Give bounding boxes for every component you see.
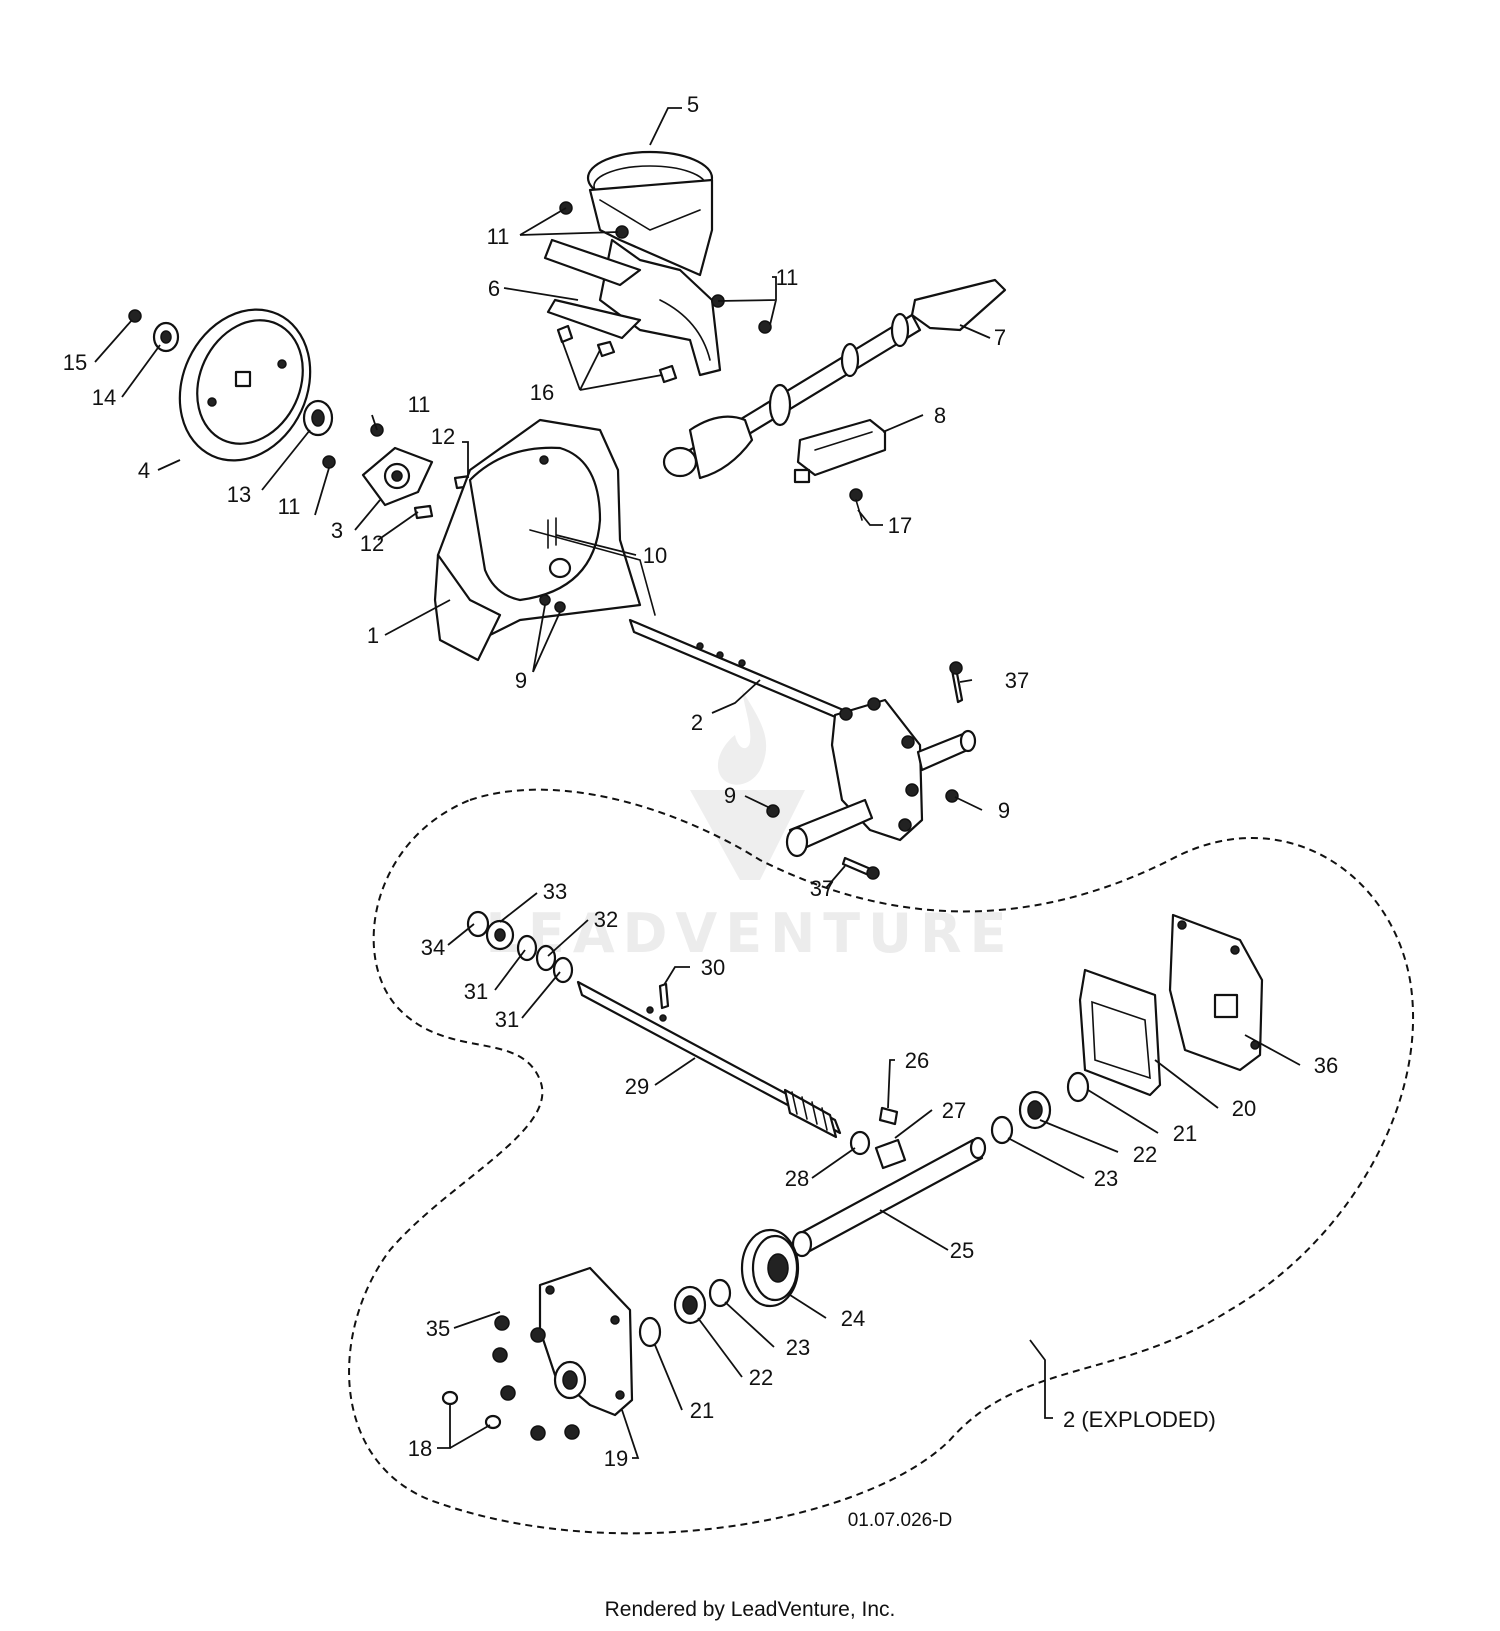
- part-10-bolts: [547, 517, 557, 549]
- callout-4: 4: [138, 458, 150, 483]
- part-20-gasket: [1078, 968, 1162, 1097]
- part-33-bushing: [485, 919, 515, 951]
- callout-9: 9: [998, 798, 1010, 823]
- part-19-housing-half: [538, 1266, 634, 1417]
- callout-21: 21: [690, 1398, 714, 1423]
- callout-32: 32: [594, 907, 618, 932]
- callout-29: 29: [625, 1074, 649, 1099]
- callout-27: 27: [942, 1098, 966, 1123]
- callout-13: 13: [227, 482, 251, 507]
- callout-20: 20: [1232, 1096, 1256, 1121]
- callout-8: 8: [934, 403, 946, 428]
- callout-33: 33: [543, 879, 567, 904]
- watermark: LEADVENTURE: [486, 690, 1015, 965]
- callouts: 5 11 11 6 7 16 15 14 4 13 11 11 12 3 1 2 …: [63, 92, 1338, 1471]
- watermark-flame-logo: [717, 690, 767, 785]
- callout-17: 17: [888, 513, 912, 538]
- callout-30: 30: [701, 955, 725, 980]
- part-29-worm-shaft: [576, 980, 842, 1139]
- callout-12: 12: [360, 531, 384, 556]
- part-23-washers: [708, 1115, 1014, 1308]
- callout-16: 16: [530, 380, 554, 405]
- callout-24: 24: [841, 1306, 865, 1331]
- callout-10: 10: [643, 543, 667, 568]
- callout-26: 26: [905, 1048, 929, 1073]
- part-7-chute-crank: [662, 278, 1007, 480]
- callout-22: 22: [1133, 1142, 1157, 1167]
- callout-23: 23: [786, 1335, 810, 1360]
- part-30-key: [658, 982, 670, 1010]
- part-4-pulley: [178, 308, 312, 462]
- part-15-nut: [128, 309, 142, 323]
- callout-31: 31: [464, 979, 488, 1004]
- callout-28: 28: [785, 1166, 809, 1191]
- callout-11: 11: [278, 494, 301, 519]
- leader-lines: [94, 107, 1301, 1459]
- exploded-view-label: 2 (EXPLODED): [1063, 1407, 1216, 1432]
- part-24-worm-gear: [740, 1228, 800, 1308]
- callout-35: 35: [426, 1316, 450, 1341]
- callout-19: 19: [604, 1446, 628, 1471]
- callout-18: 18: [408, 1436, 432, 1461]
- callout-7: 7: [994, 325, 1006, 350]
- render-credit: Rendered by LeadVenture, Inc.: [605, 1598, 896, 1621]
- callout-5: 5: [687, 92, 699, 117]
- callout-1: 1: [367, 623, 379, 648]
- callout-11: 11: [487, 224, 510, 249]
- callout-11: 11: [776, 265, 799, 290]
- part-1-auger-housing: [433, 418, 656, 662]
- callout-11: 11: [408, 392, 431, 417]
- callout-12: 12: [431, 424, 455, 449]
- part-25-axle: [791, 1136, 987, 1258]
- part-8-crank-bracket: [793, 418, 887, 484]
- callout-6: 6: [488, 276, 500, 301]
- part-28-washer: [849, 1130, 871, 1156]
- callout-21: 21: [1173, 1121, 1197, 1146]
- part-17-bolt: [849, 488, 863, 521]
- part-22-bushings: [673, 1090, 1052, 1325]
- part-2-shaft-gearbox: [628, 618, 977, 858]
- callout-14: 14: [92, 385, 116, 410]
- part-35-screws: [492, 1315, 580, 1441]
- part-26-key: [878, 1106, 899, 1126]
- callout-3: 3: [331, 518, 343, 543]
- part-5-discharge-chute: [543, 150, 722, 377]
- callout-25: 25: [950, 1238, 974, 1263]
- callout-37: 37: [1005, 668, 1029, 693]
- callout-9: 9: [515, 668, 527, 693]
- callout-22: 22: [749, 1365, 773, 1390]
- callout-36: 36: [1314, 1053, 1338, 1078]
- part-36-housing-half: [1168, 913, 1264, 1072]
- callout-31: 31: [495, 1007, 519, 1032]
- callout-9: 9: [724, 783, 736, 808]
- callout-37: 37: [810, 876, 834, 901]
- part-27-bushing: [874, 1138, 907, 1170]
- part-18-fittings: [441, 1390, 502, 1430]
- callout-34: 34: [421, 935, 445, 960]
- part-34-ring: [466, 910, 490, 938]
- part-3-flange: [361, 446, 434, 507]
- part-32-washer: [535, 944, 557, 972]
- exploded-view-boundary: [348, 788, 1415, 1535]
- part-13-bearing: [302, 399, 334, 437]
- part-14-bearing: [152, 321, 180, 353]
- drawing-code: 01.07.026-D: [848, 1510, 953, 1531]
- part-37-pins: [841, 661, 964, 880]
- watermark-text: LEADVENTURE: [486, 902, 1015, 965]
- callout-23: 23: [1094, 1166, 1118, 1191]
- callout-2: 2: [691, 710, 703, 735]
- callout-15: 15: [63, 350, 87, 375]
- part-21-seals: [638, 1071, 1090, 1348]
